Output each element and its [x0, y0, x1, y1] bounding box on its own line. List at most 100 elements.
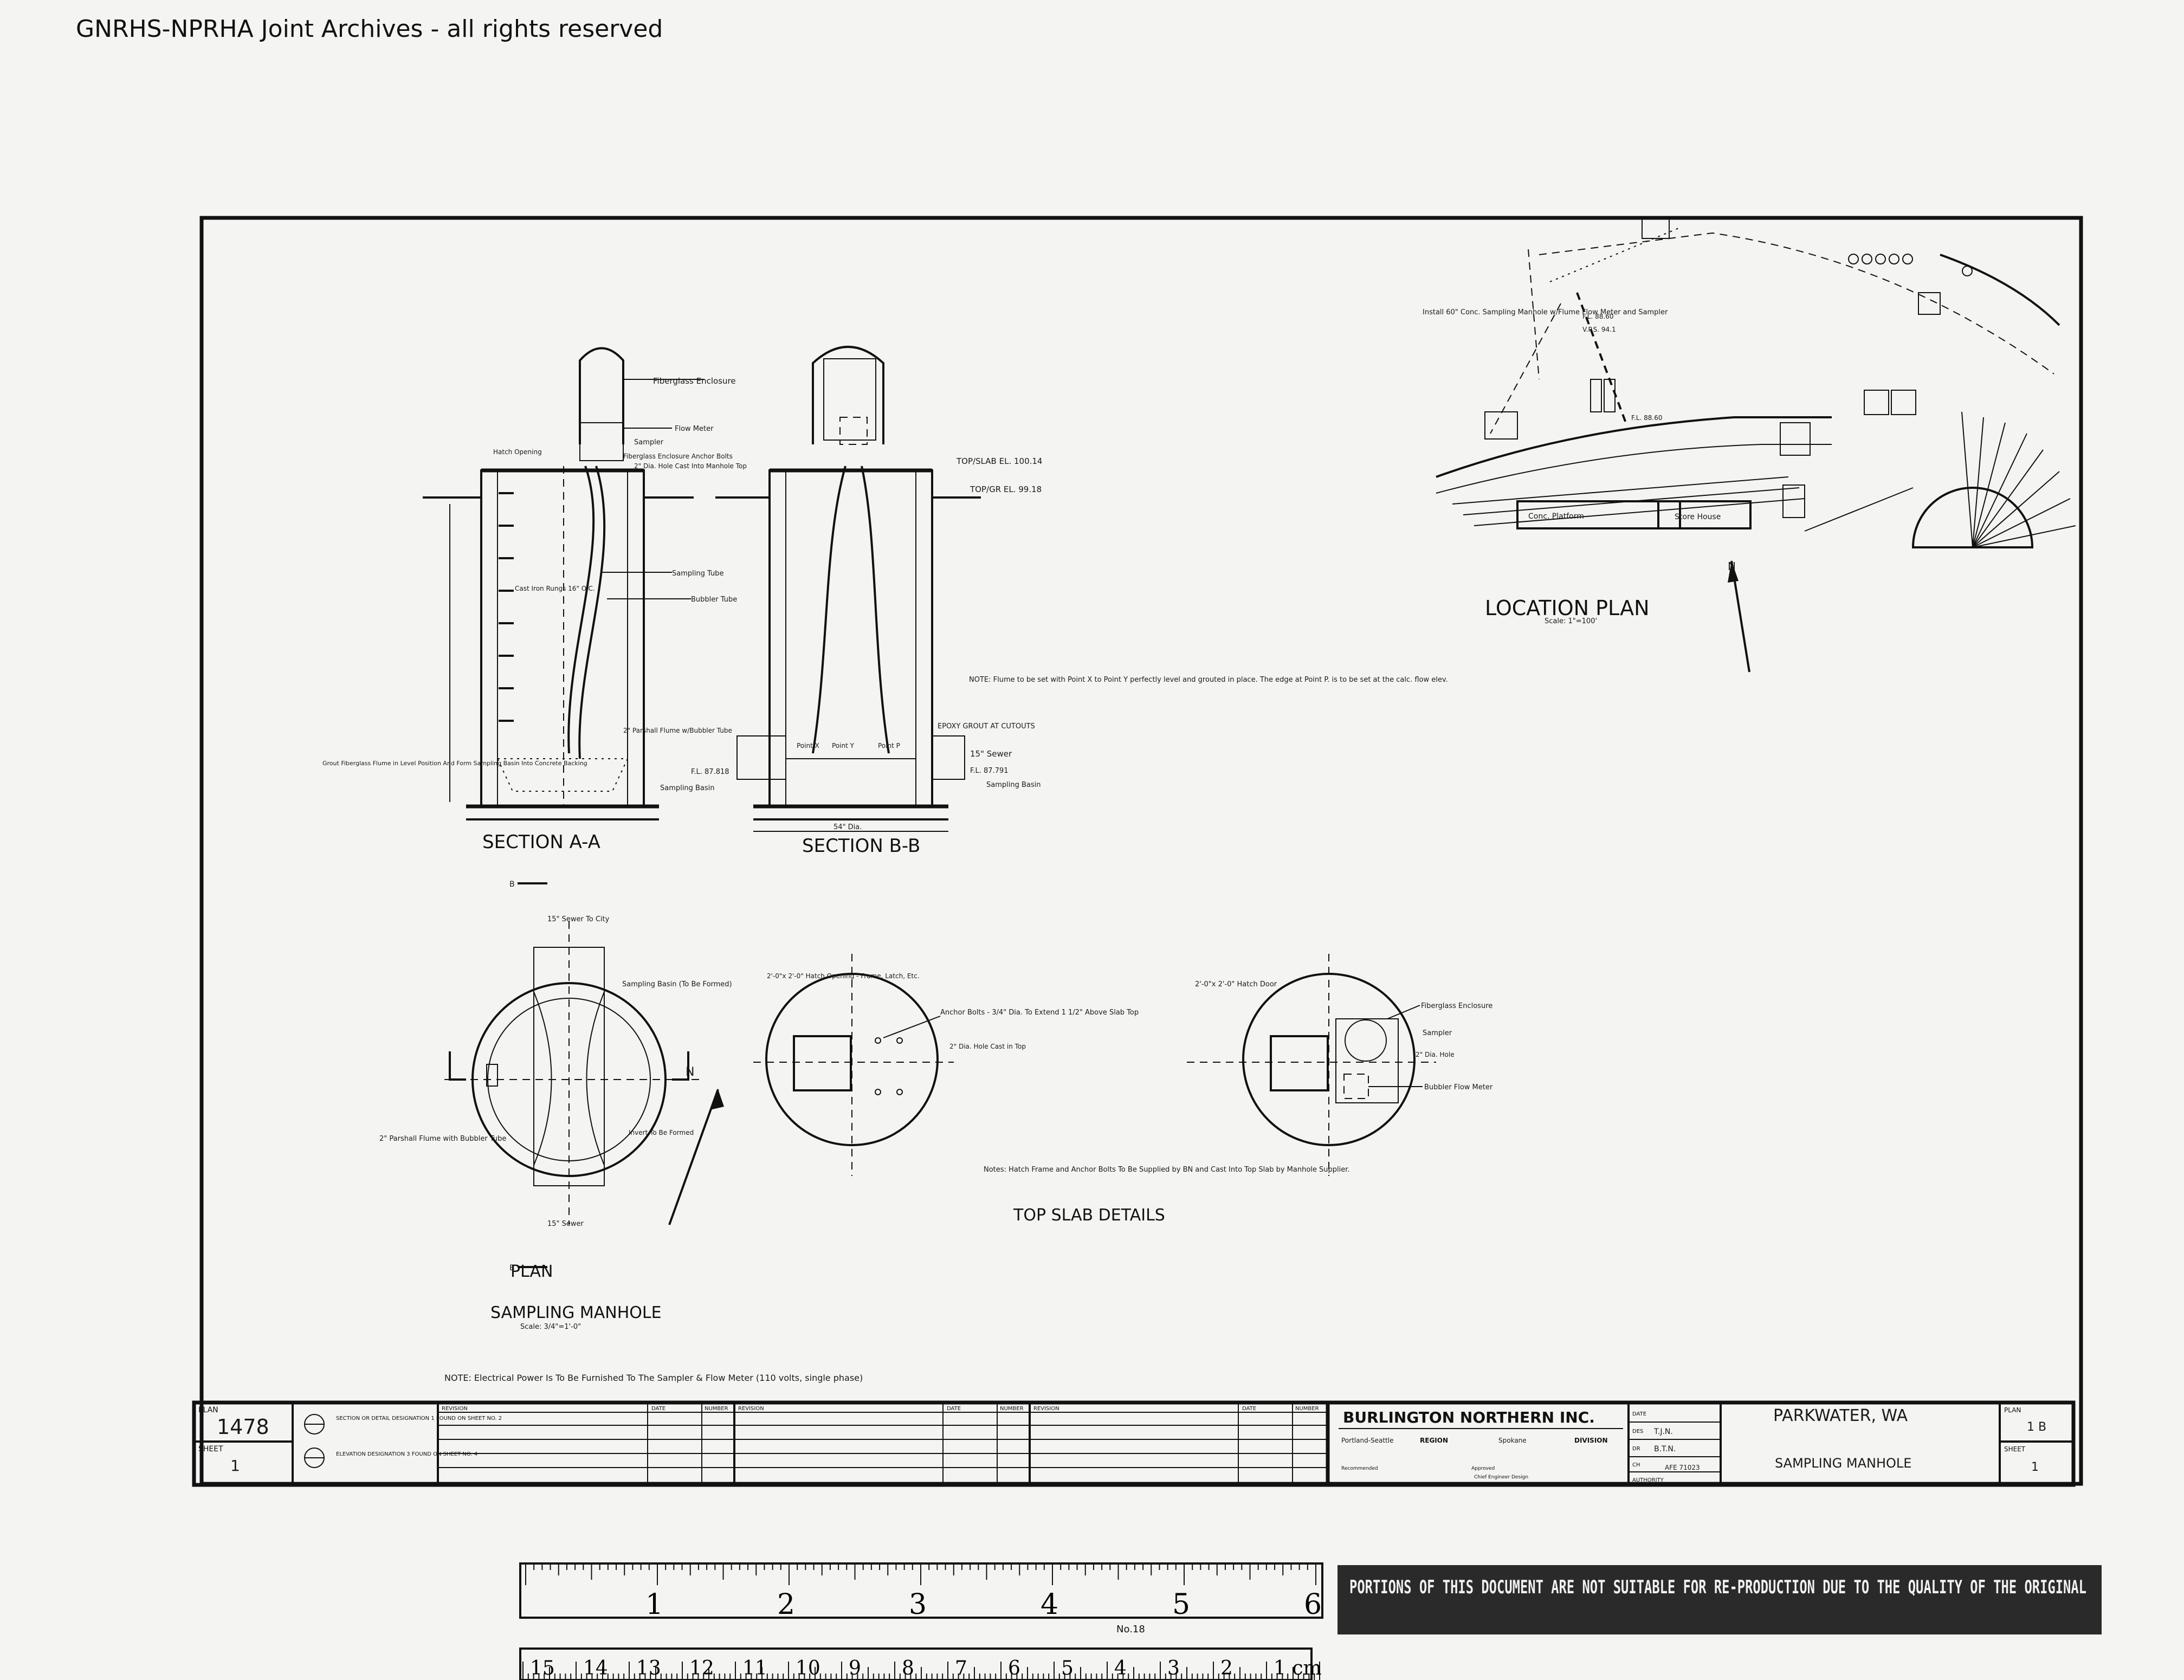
svg-text:Sampling Basin (To Be Formed): Sampling Basin (To Be Formed) [622, 980, 732, 988]
svg-text:Portland-Seattle: Portland-Seattle [1341, 1437, 1394, 1444]
svg-text:T.J.N.: T.J.N. [1653, 1427, 1673, 1436]
svg-text:Hatch Opening: Hatch Opening [493, 448, 542, 456]
svg-text:2'-0"x 2'-0" Hatch Opening - F: 2'-0"x 2'-0" Hatch Opening - Frame, Latc… [767, 972, 920, 980]
ruler-cm-label: 7 [955, 1657, 967, 1679]
svg-text:2" Dia. Hole: 2" Dia. Hole [1416, 1051, 1455, 1058]
svg-text:Sampling Basin: Sampling Basin [660, 784, 715, 792]
svg-text:EPOXY GROUT AT CUTOUTS: EPOXY GROUT AT CUTOUTS [938, 722, 1035, 731]
svg-text:Point X: Point X [797, 742, 819, 749]
svg-text:Invert To Be Formed: Invert To Be Formed [629, 1129, 694, 1136]
svg-text:DATE: DATE [651, 1406, 665, 1412]
north-arrow-plan: N [668, 1065, 724, 1225]
svg-text:2" Parshall Flume w/Bubbler Tu: 2" Parshall Flume w/Bubbler Tube [623, 727, 732, 734]
svg-text:Conc. Platform: Conc. Platform [1528, 512, 1584, 521]
ruler-cm-label: 3 [1167, 1657, 1180, 1679]
ruler-cm-label: 11 [742, 1657, 767, 1679]
svg-text:DES: DES [1632, 1429, 1643, 1435]
svg-text:PORTIONS OF THIS DOCUMENT ARE: PORTIONS OF THIS DOCUMENT ARE NOT SUITAB… [1349, 1576, 2086, 1598]
svg-text:Spokane: Spokane [1498, 1437, 1527, 1444]
svg-text:DR: DR [1632, 1446, 1640, 1452]
ruler-cm-label: 15 [530, 1657, 555, 1679]
ruler-cm-label: 4 [1114, 1657, 1127, 1679]
section-b-b: 54" Dia. SECTION B-B Point X Point Y Poi… [715, 346, 1448, 857]
svg-text:Fiberglass Enclosure: Fiberglass Enclosure [653, 376, 736, 386]
power-note: NOTE: Electrical Power Is To Be Furnishe… [444, 1373, 863, 1383]
svg-text:15" Sewer: 15" Sewer [547, 1220, 584, 1228]
section-b-title: SECTION B-B [802, 835, 920, 857]
plan-title: PLAN [511, 1262, 553, 1281]
svg-text:REGION: REGION [1420, 1437, 1448, 1444]
svg-text:PLAN: PLAN [2004, 1406, 2021, 1414]
svg-text:NOTE: Flume to be set with Poi: NOTE: Flume to be set with Point X to Po… [969, 676, 1448, 684]
svg-text:Point P: Point P [878, 742, 900, 749]
svg-text:NUMBER: NUMBER [1000, 1406, 1024, 1412]
svg-text:REVISION: REVISION [738, 1406, 764, 1412]
svg-text:Point Y: Point Y [832, 742, 855, 749]
location-plan: Install 60" Conc. Sampling Manhole w/Flu… [1423, 216, 2076, 673]
svg-text:Sampling Tube: Sampling Tube [672, 570, 723, 578]
top-slab-details: 2'-0"x 2'-0" Hatch Opening - Frame, Latc… [753, 954, 1493, 1225]
plan-number: 1478 [217, 1415, 269, 1439]
svg-text:Chief Engineer Design: Chief Engineer Design [1474, 1475, 1528, 1480]
svg-text:No.18: No.18 [1116, 1624, 1145, 1635]
svg-text:N: N [1728, 560, 1736, 573]
svg-text:15" Sewer: 15" Sewer [970, 749, 1012, 759]
svg-text:Fiberglass Enclosure: Fiberglass Enclosure [1421, 1002, 1492, 1010]
location-plan-title: LOCATION PLAN [1485, 596, 1650, 620]
reproduction-stamp: PORTIONS OF THIS DOCUMENT ARE NOT SUITAB… [1337, 1565, 2102, 1634]
svg-text:SECTION OR DETAIL DESIGNATION: SECTION OR DETAIL DESIGNATION 1 FOUND ON… [336, 1416, 502, 1421]
svg-text:Sampler: Sampler [634, 438, 664, 447]
svg-text:Approved: Approved [1471, 1466, 1495, 1471]
svg-text:DATE: DATE [947, 1406, 961, 1412]
svg-text:N: N [686, 1065, 694, 1079]
svg-text:Cast Iron Rungs 16" O.C.: Cast Iron Rungs 16" O.C. [515, 585, 595, 592]
svg-text:REVISION: REVISION [442, 1406, 468, 1412]
svg-text:NUMBER: NUMBER [705, 1406, 728, 1412]
svg-text:NUMBER: NUMBER [1295, 1406, 1319, 1412]
ruler-cm-label: 6 [1008, 1657, 1020, 1679]
svg-text:SHEET: SHEET [198, 1445, 223, 1453]
svg-text:1: 1 [2031, 1461, 2039, 1474]
svg-text:DATE: DATE [1242, 1406, 1256, 1412]
svg-text:F.L. 87.818: F.L. 87.818 [691, 768, 729, 776]
svg-text:Recommended: Recommended [1341, 1466, 1378, 1471]
svg-text:DATE: DATE [1632, 1411, 1646, 1417]
svg-text:15" Sewer To City: 15" Sewer To City [547, 915, 610, 923]
company-name: BURLINGTON NORTHERN INC. [1343, 1408, 1595, 1426]
svg-text:AFE 71023: AFE 71023 [1665, 1464, 1700, 1471]
svg-text:2" Dia. Hole Cast in Top: 2" Dia. Hole Cast in Top [949, 1043, 1026, 1050]
svg-text:Bubbler Flow Meter: Bubbler Flow Meter [1424, 1083, 1493, 1091]
svg-text:Scale: 3/4"=1'-0": Scale: 3/4"=1'-0" [520, 1323, 581, 1331]
ruler-cm-label: 10 [796, 1657, 820, 1679]
svg-text:B: B [509, 1264, 515, 1272]
location-name: PARKWATER, WA [1773, 1406, 1908, 1425]
svg-text:1 B: 1 B [2027, 1420, 2046, 1434]
svg-text:CH: CH [1632, 1462, 1640, 1468]
svg-text:Sampling Basin: Sampling Basin [986, 781, 1041, 789]
svg-text:F.L. 87.791: F.L. 87.791 [970, 767, 1009, 775]
ruler-cm-label: 13 [636, 1657, 661, 1679]
svg-text:B: B [509, 880, 515, 889]
ruler-inch-label: 6 [1304, 1588, 1322, 1621]
svg-text:F.L. 88.60: F.L. 88.60 [1631, 414, 1662, 422]
svg-text:TOP/SLAB EL. 100.14: TOP/SLAB EL. 100.14 [956, 456, 1042, 466]
svg-text:Fiberglass Enclosure Anchor Bo: Fiberglass Enclosure Anchor Bolts [623, 453, 733, 460]
svg-text:Install 60" Conc. Sampling Man: Install 60" Conc. Sampling Manhole w/Flu… [1423, 308, 1668, 316]
svg-text:PLAN: PLAN [198, 1406, 218, 1414]
archive-watermark: GNRHS-NPRHA Joint Archives - all rights … [76, 15, 663, 43]
svg-text:Grout Fiberglass Flume in Leve: Grout Fiberglass Flume in Level Position… [322, 760, 587, 767]
manhole-title: SAMPLING MANHOLE [490, 1303, 662, 1322]
ruler-cm-label: 5 [1061, 1657, 1074, 1679]
ruler-inch-label: 2 [777, 1588, 795, 1621]
ruler-cm-label: 12 [689, 1657, 714, 1679]
ruler-cm-label: 1 cm [1274, 1657, 1322, 1679]
svg-text:TOP/GR EL. 99.18: TOP/GR EL. 99.18 [970, 484, 1042, 494]
svg-text:SHEET: SHEET [2004, 1445, 2026, 1453]
drawing-title: SAMPLING MANHOLE [1775, 1456, 1911, 1471]
ruler-inch-label: 3 [909, 1588, 927, 1621]
svg-text:Notes: Hatch Frame and Anchor: Notes: Hatch Frame and Anchor Bolts To B… [984, 1166, 1350, 1174]
svg-text:AUTHORITY: AUTHORITY [1632, 1477, 1664, 1483]
svg-text:Store House: Store House [1675, 513, 1721, 521]
